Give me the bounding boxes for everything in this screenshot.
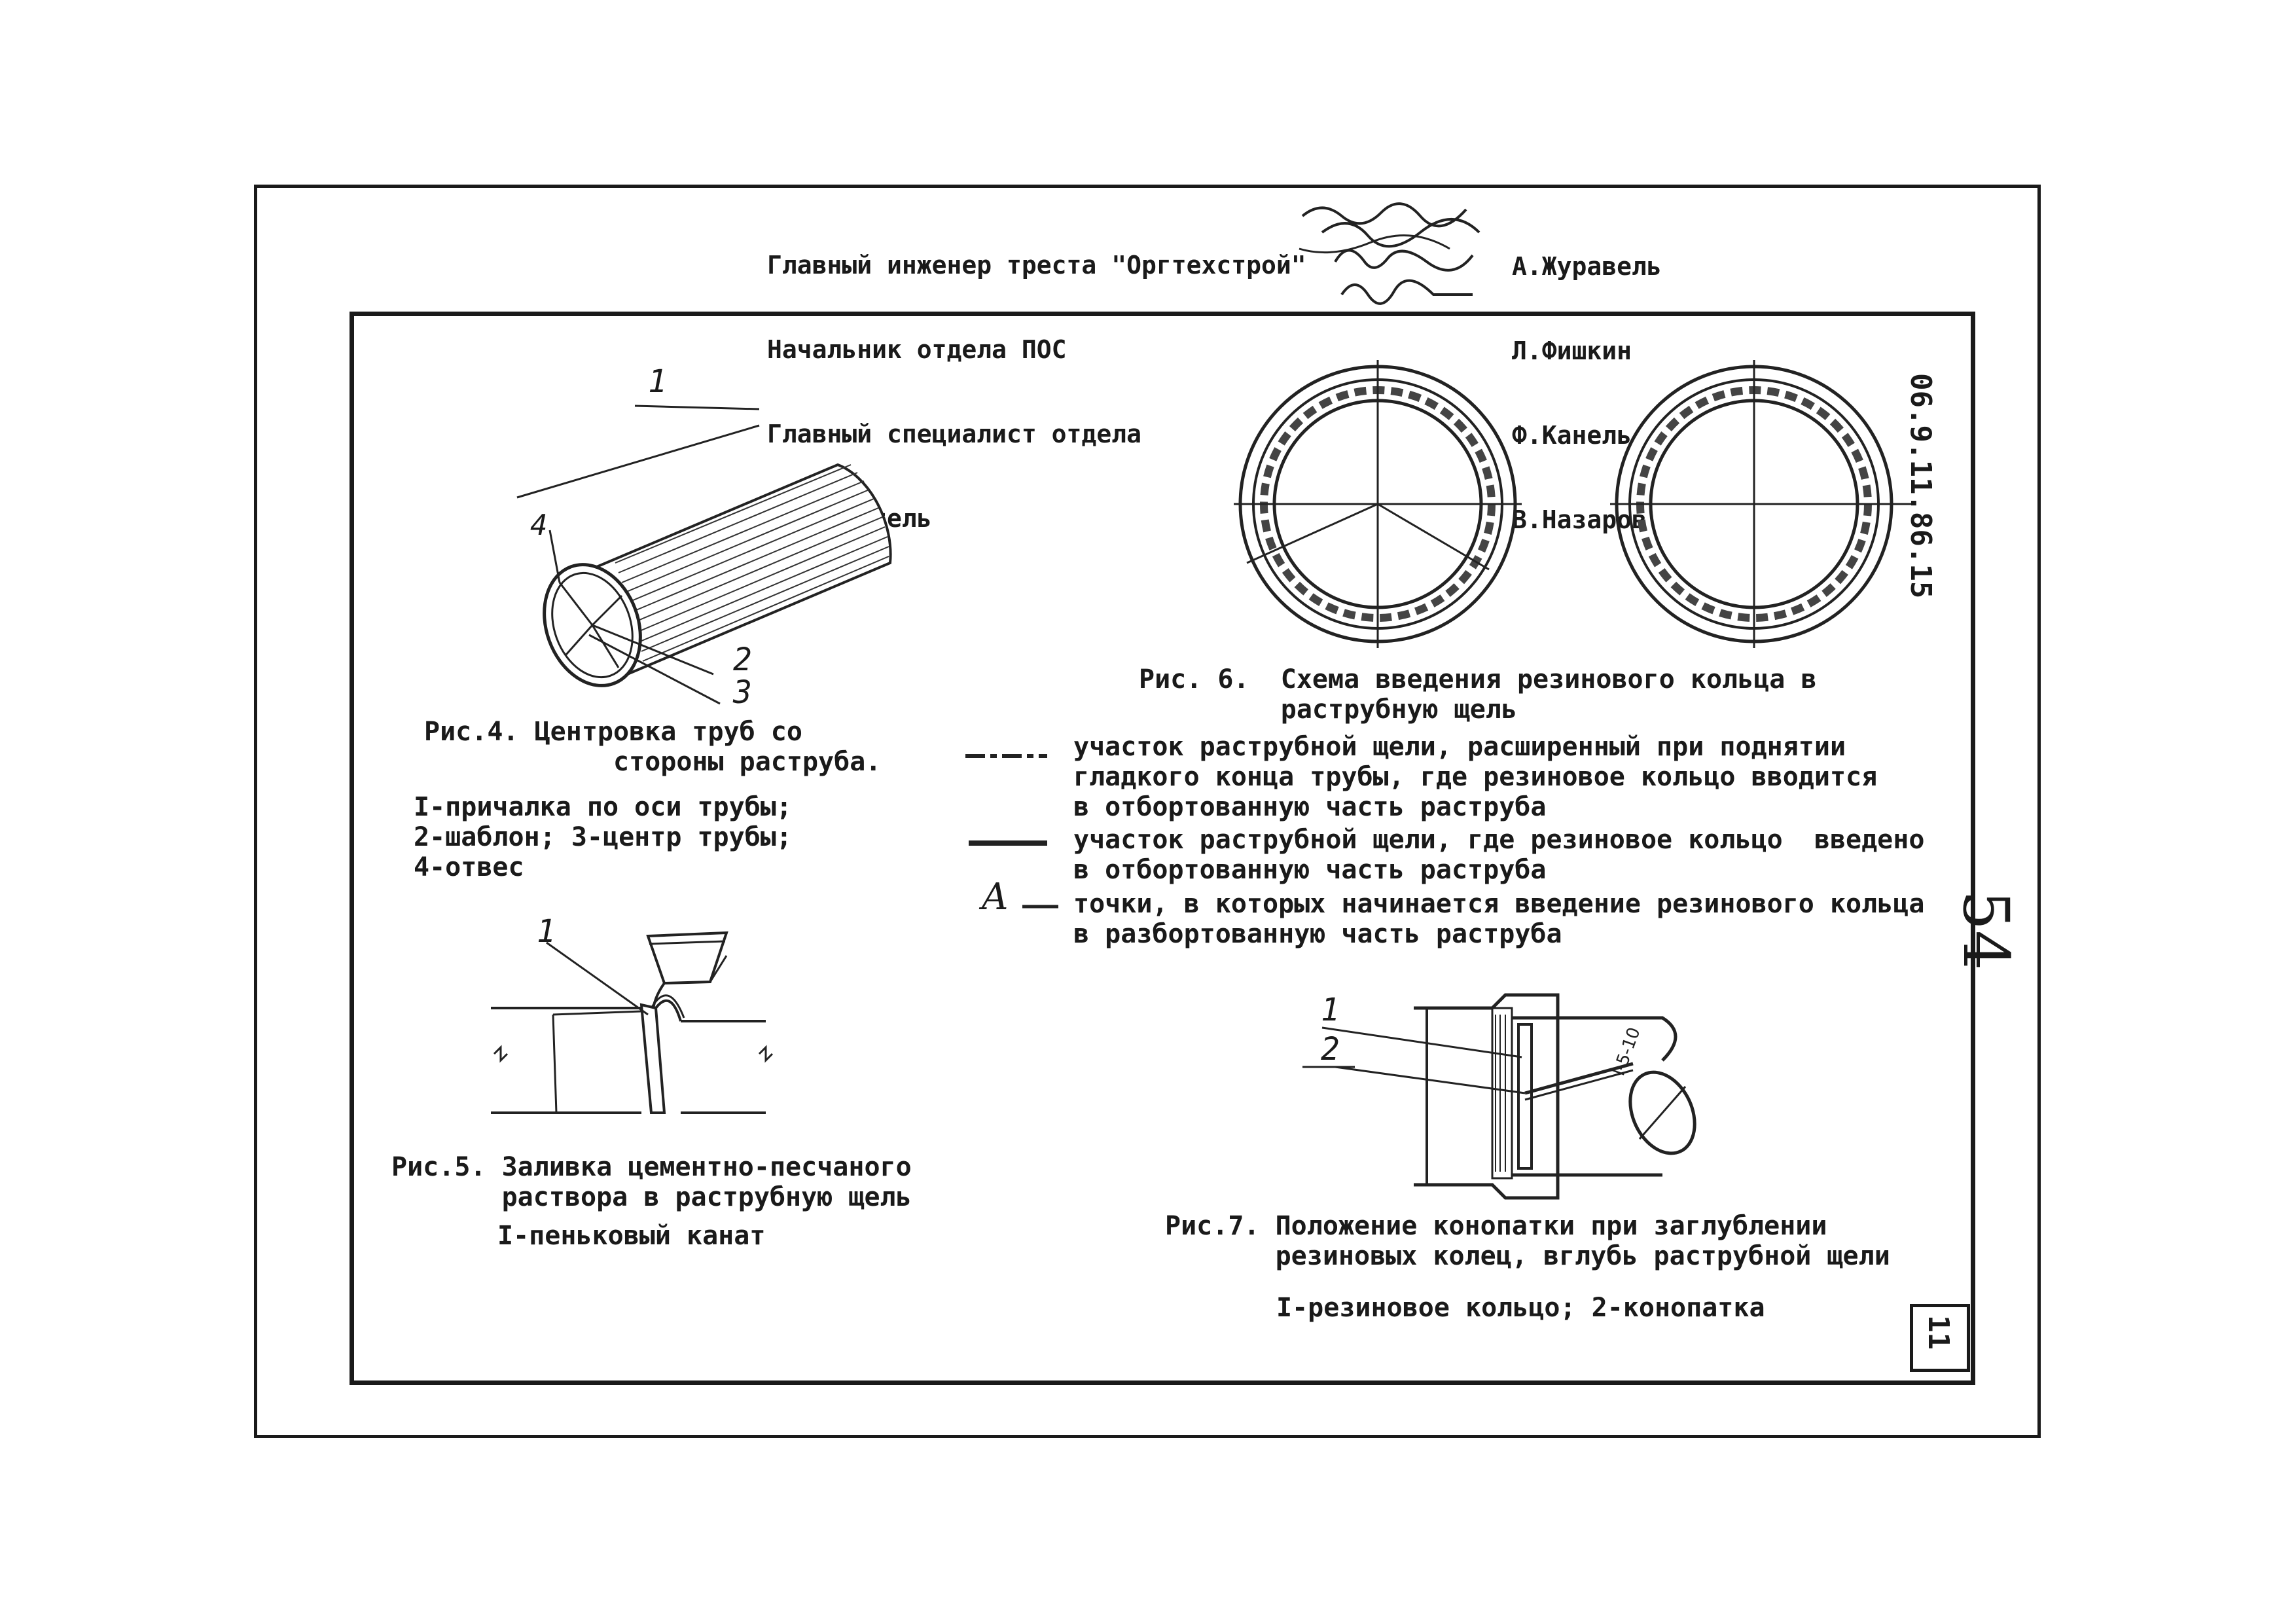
sheet-number: 11 — [1922, 1315, 1955, 1350]
fig4-label-2: 2 — [733, 641, 752, 678]
header-name: А.Журавель — [1512, 252, 1662, 281]
header-roles: Главный инженер треста "Оргтехстрой" Нач… — [767, 195, 1306, 561]
header-name: Ф.Канель — [1512, 421, 1632, 450]
fig6-legend-dashed: участок раструбной щели, расширенный при… — [1073, 732, 1878, 822]
header-names: А.Журавель Л.Фишкин Ф.Канель В.Назаров — [1512, 196, 1662, 562]
fig7-label-2: 2 — [1321, 1031, 1340, 1068]
fig6-legend-points: точки, в которых начинается введение рез… — [1073, 889, 1925, 949]
sheet-number-box: 11 — [1910, 1304, 1970, 1372]
svg-text:I-5-10: I-5-10 — [1609, 1025, 1644, 1079]
fig5-legend: I-пеньковый канат — [497, 1221, 766, 1251]
outer-frame — [254, 185, 2041, 1438]
header-name: В.Назаров — [1512, 505, 1647, 534]
fig6-legend-solid: участок раструбной щели, где резиновое к… — [1073, 825, 1925, 885]
fig7-socket-drawing: I-5-10 — [1302, 993, 1696, 1200]
header-role: Начальник отдела ПОС — [767, 335, 1067, 364]
inner-frame — [350, 312, 1975, 1385]
fig7-legend: I-резиновое кольцо; 2-конопатка — [1276, 1293, 1765, 1323]
fig4-pipe-drawing — [516, 405, 892, 705]
legend-dashed-symbol — [965, 754, 1047, 758]
header-role: Главный инженер треста "Оргтехстрой" — [767, 251, 1306, 280]
fig5-label-1: 1 — [537, 913, 556, 950]
fig7-label-1: 1 — [1321, 992, 1340, 1028]
fig6-ring-scheme — [1234, 360, 1911, 648]
fig5-caption: Рис.5. Заливка цементно-песчаного раство… — [391, 1152, 912, 1212]
fig4-label-4: 4 — [530, 509, 548, 542]
fig4-label-1: 1 — [648, 363, 667, 400]
signatures — [1299, 202, 1480, 305]
legend-point-symbol: A — [982, 876, 1009, 918]
fig6-caption: Рис. 6. Схема введения резинового кольца… — [1139, 664, 1817, 725]
fig4-legend: I-причалка по оси трубы; 2-шаблон; 3-цен… — [414, 792, 792, 882]
legend-solid-symbol — [969, 840, 1047, 846]
fig4-label-3: 3 — [733, 674, 752, 711]
legend-point-dash — [1022, 905, 1058, 909]
fig7-caption: Рис.7. Положение конопатки при заглублен… — [1165, 1211, 1890, 1271]
handwritten-page-number: 54 — [1949, 890, 2022, 971]
fig5-joint-drawing — [491, 931, 774, 1114]
header-name: Л.Фишкин — [1512, 336, 1632, 365]
fig4-caption: Рис.4. Центровка труб со стороны раструб… — [424, 717, 882, 777]
header-role: Главный специалист отдела — [767, 420, 1141, 448]
